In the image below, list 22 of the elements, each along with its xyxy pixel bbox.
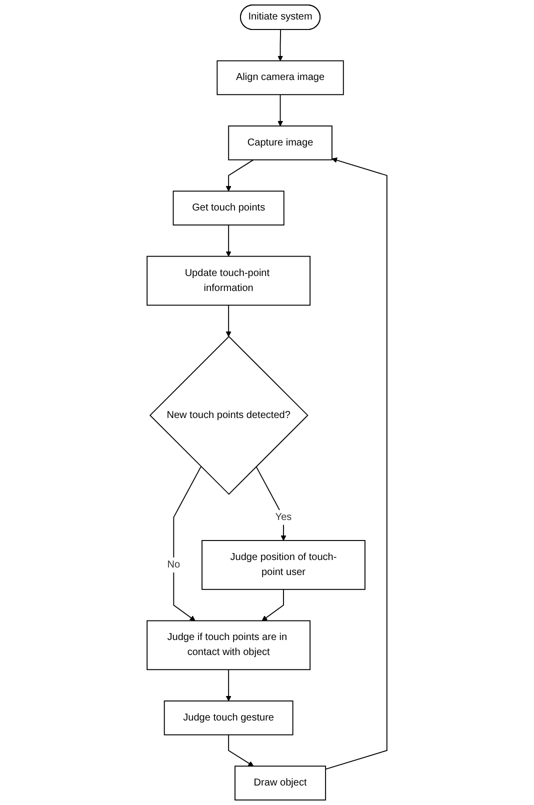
arrow bbox=[325, 158, 388, 770]
edge-label: No bbox=[167, 559, 180, 570]
node-diamond: New touch points detected? bbox=[149, 336, 308, 495]
arrow bbox=[278, 29, 284, 62]
node-box: Capture image bbox=[228, 126, 332, 160]
node-box: Judge position of touch-point user bbox=[202, 540, 366, 590]
arrow bbox=[173, 466, 202, 621]
arrow bbox=[226, 304, 232, 337]
node-box: Update touch-point information bbox=[146, 256, 311, 306]
arrow bbox=[256, 466, 286, 541]
arrow bbox=[228, 734, 254, 766]
node-box: Align camera image bbox=[216, 60, 344, 96]
node-box: Get touch points bbox=[172, 190, 284, 226]
node-box: Judge touch gesture bbox=[164, 700, 294, 736]
arrow bbox=[226, 669, 232, 702]
arrow bbox=[262, 588, 284, 621]
arrow bbox=[226, 159, 254, 192]
arrow bbox=[226, 224, 232, 257]
node-box: Draw object bbox=[234, 766, 326, 800]
edge-label: Yes bbox=[275, 512, 292, 522]
arrow bbox=[278, 94, 284, 126]
node-box: Judge if touch points are in contact with object bbox=[146, 620, 311, 670]
